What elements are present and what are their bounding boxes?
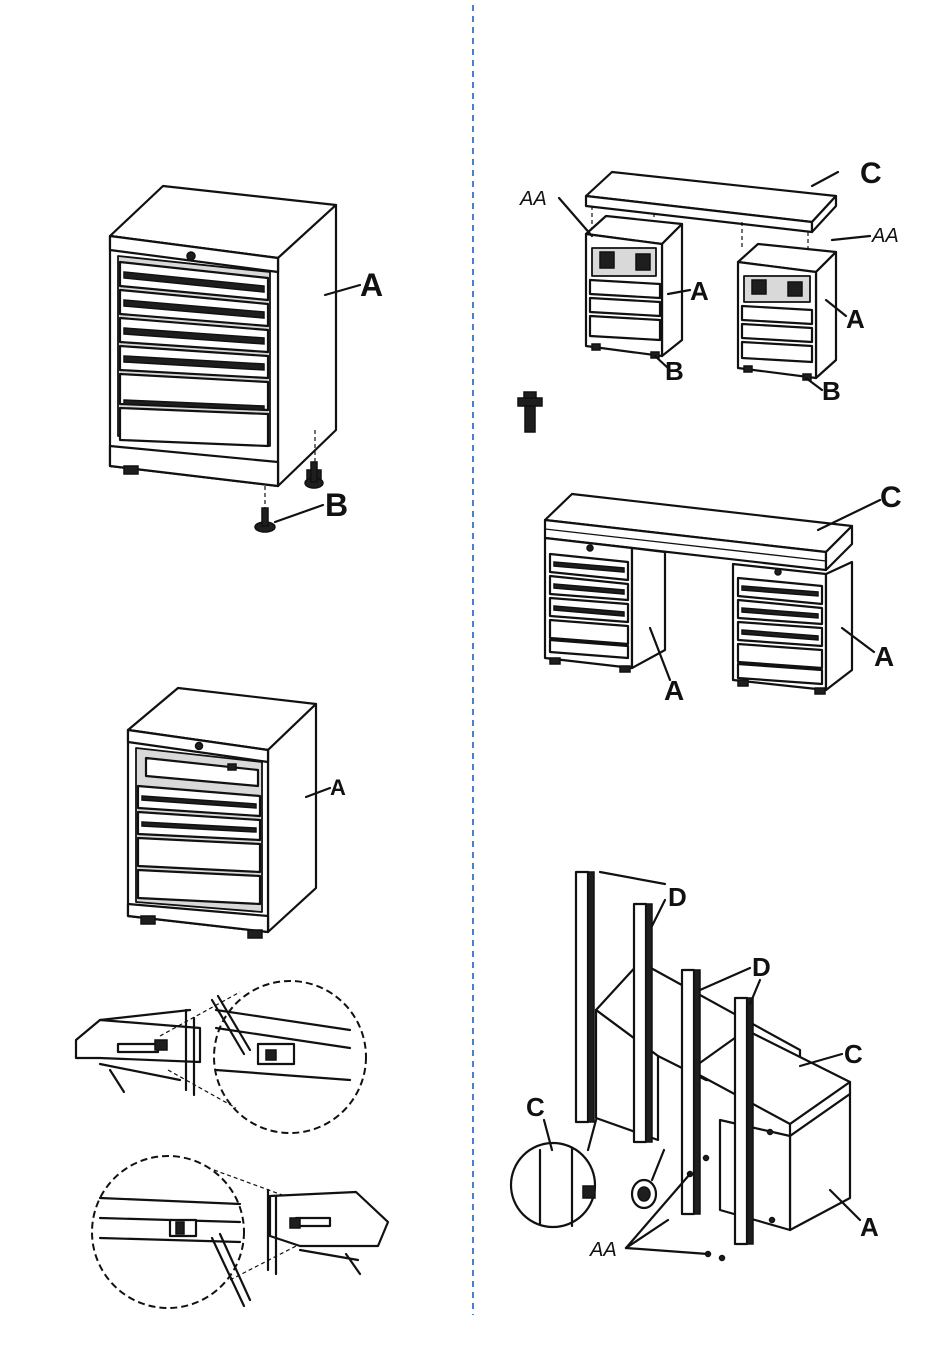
figure-7-backboard-rails: D D C A C AA <box>511 872 879 1261</box>
bolt-icon <box>518 392 542 432</box>
label-c-left: C <box>526 1092 545 1122</box>
label-aa: AA <box>589 1239 617 1261</box>
label-d-mid: D <box>752 952 771 982</box>
label-c-right: C <box>844 1039 863 1069</box>
label-c: C <box>860 157 882 190</box>
label-a-right: A <box>846 304 865 334</box>
label-a-right: A <box>874 641 894 672</box>
label-b: B <box>325 487 348 523</box>
figure-5-drawer-release-detail-1 <box>76 981 366 1133</box>
figure-3-cabinet-drawer-removed: A <box>128 688 346 938</box>
figure-2-worktop-placement: C AA AA A A B B <box>518 157 899 432</box>
label-aa-left: AA <box>519 188 547 210</box>
label-a-left: A <box>664 675 684 706</box>
screw-icon <box>632 1150 664 1208</box>
label-b-right: B <box>822 376 841 406</box>
label-a: A <box>360 267 383 303</box>
figure-1-cabinet-with-feet: A B <box>110 186 383 532</box>
label-aa-right: AA <box>871 225 899 247</box>
label-a-left: A <box>690 276 709 306</box>
figure-6-drawer-release-detail-2 <box>92 1156 388 1308</box>
label-a: A <box>330 775 346 800</box>
label-c: C <box>880 481 902 514</box>
label-b-left: B <box>665 356 684 386</box>
figure-4-assembled-workbench: C A A <box>545 481 902 706</box>
label-a: A <box>860 1212 879 1242</box>
label-d-top: D <box>668 882 687 912</box>
